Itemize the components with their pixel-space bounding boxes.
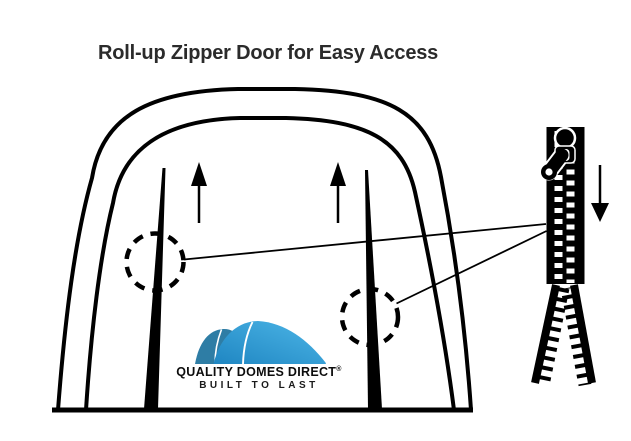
logo-wordmark: QUALITY DOMES DIRECT® BUILT TO LAST xyxy=(109,365,409,391)
down-arrow-icon xyxy=(591,165,609,222)
zipper-slider-knob xyxy=(553,126,577,150)
tent-door-outline-icon xyxy=(52,87,473,413)
page-title: Roll-up Zipper Door for Easy Access xyxy=(98,42,439,64)
up-arrow-right-icon xyxy=(330,162,346,223)
callout-line-left-icon xyxy=(183,223,547,261)
dashed-highlight-circle-left-icon xyxy=(124,231,186,293)
dashed-highlight-circle-right-icon xyxy=(339,286,401,348)
logo-brand-name: QUALITY DOMES DIRECT® xyxy=(109,365,409,379)
logo-domes-icon xyxy=(195,321,326,365)
logo-tagline: BUILT TO LAST xyxy=(199,380,319,391)
logo-brand-text: QUALITY DOMES DIRECT xyxy=(176,365,337,379)
zipper-icon xyxy=(531,126,596,387)
zipper-slider-icon xyxy=(540,126,577,181)
callout-line-right-icon xyxy=(396,230,547,305)
zipper-pull-hole xyxy=(545,168,553,176)
registered-trademark-symbol: ® xyxy=(336,365,342,373)
up-arrow-left-icon xyxy=(191,162,207,223)
